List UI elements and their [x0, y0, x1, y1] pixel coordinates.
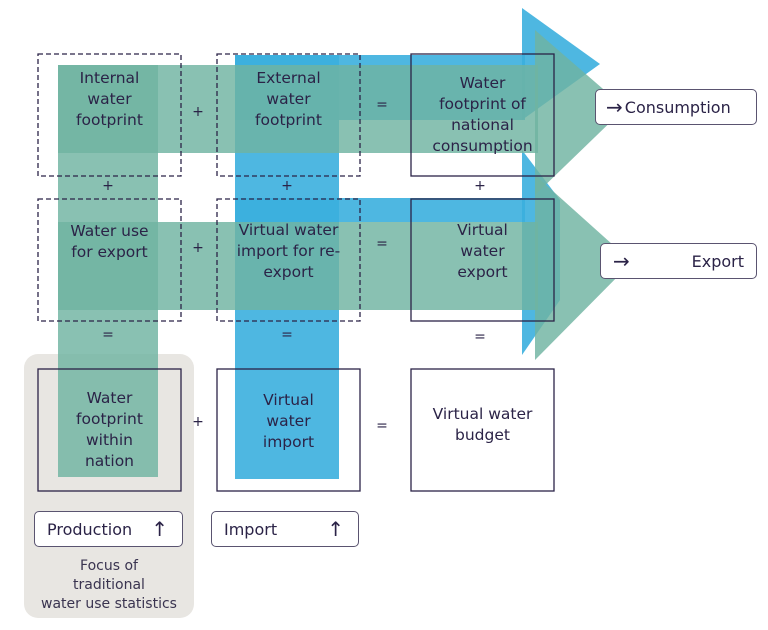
- vw-budget-box: [410, 368, 555, 492]
- arrow-right-icon: →: [613, 249, 630, 273]
- import-label: Import: [224, 519, 278, 539]
- import-input: Import ↑: [211, 511, 359, 547]
- import-flow-mid-band: [235, 198, 525, 222]
- consumption-output: → Consumption: [595, 89, 757, 125]
- vw-export-box: [410, 198, 555, 322]
- vw-import-reexport-label: Virtual water import for re- export: [236, 220, 341, 281]
- wf-within-nation-label: Water footprint within nation: [76, 389, 143, 470]
- vw-import-label: Virtual water import: [262, 390, 315, 451]
- export-output: → Export: [600, 243, 757, 279]
- arrow-up-icon: ↑: [327, 517, 344, 541]
- consumption-label: Consumption: [624, 97, 731, 117]
- equals-row3: =: [376, 418, 388, 434]
- internal-wf-box: [37, 53, 182, 177]
- wf-national-consumption-label: Water footprint of national consumption: [432, 74, 533, 155]
- production-input: Production ↑: [34, 511, 183, 547]
- equals-row1: =: [376, 97, 388, 113]
- wf-within-nation-box: [37, 368, 182, 492]
- vw-import-box: [216, 368, 361, 492]
- internal-wf-label: Internal water footprint: [76, 68, 143, 129]
- export-label: Export: [691, 251, 744, 271]
- external-wf-box: [216, 53, 361, 177]
- domestic-flow-top-band: [58, 65, 538, 153]
- arrow-right-icon: →: [606, 95, 623, 119]
- equals-col1: =: [102, 327, 114, 343]
- domestic-flow-mid-band: [58, 222, 538, 310]
- consumption-arrow-head: [535, 30, 625, 195]
- plus-row3: +: [192, 414, 204, 430]
- vw-budget-label: Virtual water budget: [432, 405, 533, 444]
- external-wf-label: External water footprint: [255, 68, 322, 129]
- plus-col1: +: [102, 178, 114, 194]
- traditional-focus-note: Focus of traditional water use statistic…: [41, 558, 177, 612]
- equals-col3: =: [474, 329, 486, 345]
- plus-row1-a: +: [192, 104, 204, 120]
- water-use-export-box: [37, 198, 182, 322]
- water-use-export-label: Water use for export: [70, 222, 149, 261]
- vw-import-reexport-box: [216, 198, 361, 322]
- plus-col3: +: [474, 178, 486, 194]
- arrow-up-icon: ↑: [151, 517, 168, 541]
- production-label: Production: [47, 519, 133, 539]
- vw-export-label: Virtual water export: [457, 220, 508, 281]
- plus-col2: +: [281, 178, 293, 194]
- plus-row2: +: [192, 240, 204, 256]
- export-arrow-head: [535, 175, 632, 360]
- equals-row2: =: [376, 236, 388, 252]
- wf-national-consumption-box: [410, 53, 555, 177]
- equals-col2: =: [281, 327, 293, 343]
